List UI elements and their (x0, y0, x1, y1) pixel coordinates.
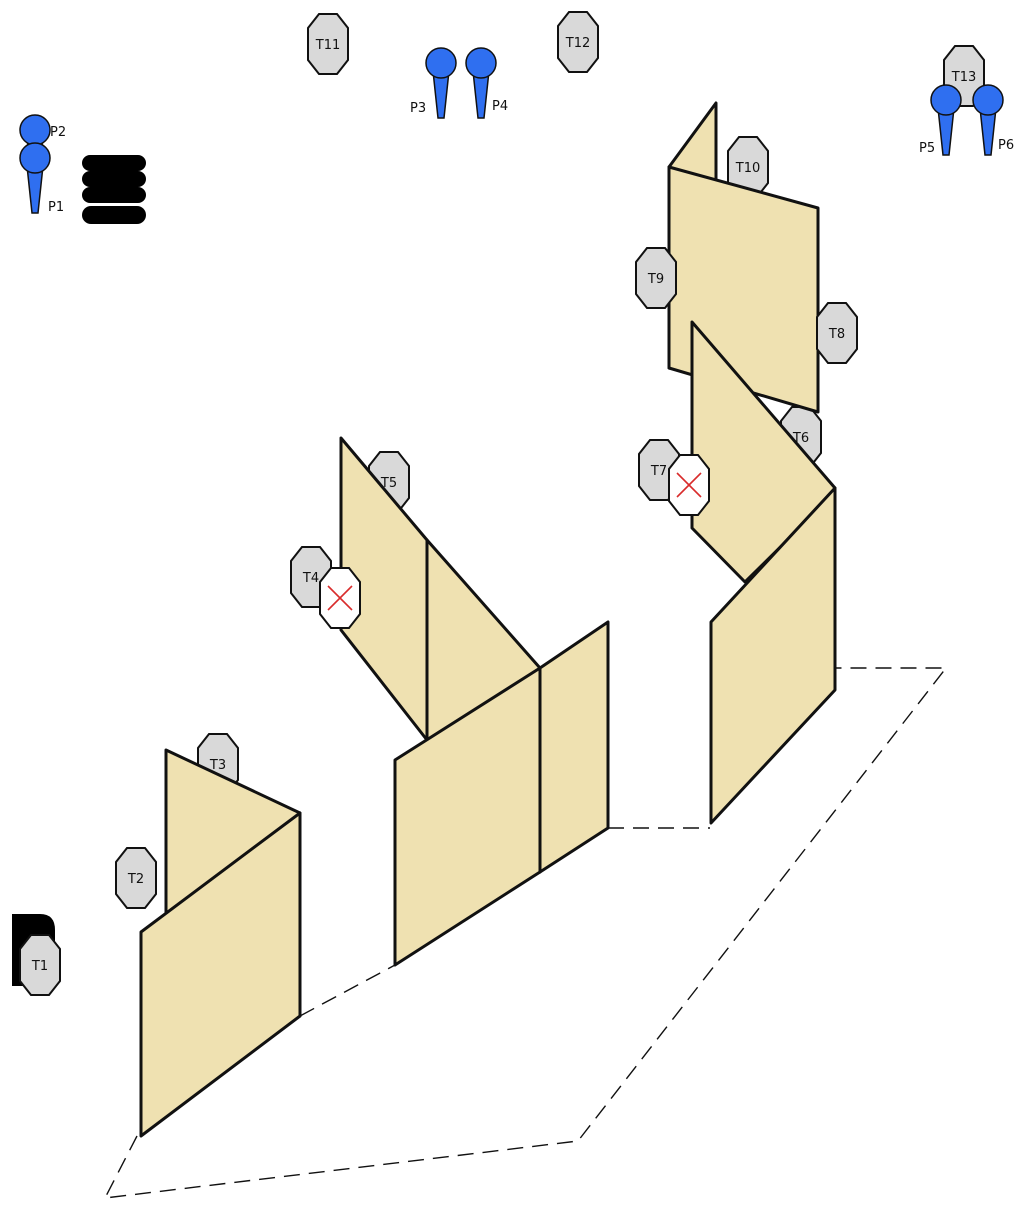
target-t12: T12 (557, 11, 599, 73)
shooter-p3: P3 (410, 47, 457, 119)
shooter-label: P2 (50, 125, 66, 140)
target-label: T13 (951, 70, 976, 85)
shooter-p6: P6 (972, 84, 1014, 156)
target-t11: T11 (307, 13, 349, 75)
target-label: T9 (647, 272, 664, 287)
target-octagon (635, 247, 677, 309)
target-label: T2 (127, 872, 144, 887)
shooter-label: P3 (410, 101, 426, 116)
wall-panel (139, 811, 302, 1138)
no-shoot-x-mark (327, 585, 353, 611)
target-octagon (816, 302, 858, 364)
barrel (82, 187, 146, 203)
shooter-head (425, 47, 457, 79)
barrel (82, 155, 146, 171)
target-octagon (115, 847, 157, 909)
target-label: T10 (735, 161, 760, 176)
target-octagon (307, 13, 349, 75)
target-label: T3 (209, 758, 226, 773)
shooter-p4: P4 (465, 47, 508, 119)
barrel-stack (82, 155, 146, 224)
fault-line-left (299, 964, 396, 1017)
walls-group (139, 101, 837, 1138)
target-t9: T9 (635, 247, 677, 309)
shooter-head (19, 142, 51, 174)
no-shoot-near-t4 (319, 567, 361, 629)
target-label: T7 (650, 464, 667, 479)
target-label: T8 (828, 327, 845, 342)
no-shoot-near-t7 (668, 454, 710, 516)
shooter-label: P1 (48, 200, 64, 215)
target-t2: T2 (115, 847, 157, 909)
wall-panel (709, 486, 837, 825)
barrel (82, 171, 146, 187)
target-t8: T8 (816, 302, 858, 364)
barrel (82, 206, 146, 224)
target-label: T4 (302, 571, 319, 586)
wall-panel (538, 620, 610, 874)
shooter-head (972, 84, 1004, 116)
shooter-p5: P5 (919, 84, 962, 156)
no-shoot-x-mark (676, 472, 702, 498)
target-label: T11 (315, 38, 340, 53)
target-label: T1 (31, 959, 48, 974)
fault-line-outline (103, 667, 948, 1199)
target-octagon (19, 934, 61, 996)
shooter-head (465, 47, 497, 79)
shooter-label: P6 (998, 138, 1014, 153)
shooter-p1: P1 (19, 142, 64, 215)
shooter-head (930, 84, 962, 116)
shooter-head (19, 114, 51, 146)
target-label: T12 (565, 36, 590, 51)
target-octagon (557, 11, 599, 73)
shooter-label: P4 (492, 99, 508, 114)
shooter-label: P5 (919, 141, 935, 156)
target-t1: T1 (19, 934, 61, 996)
